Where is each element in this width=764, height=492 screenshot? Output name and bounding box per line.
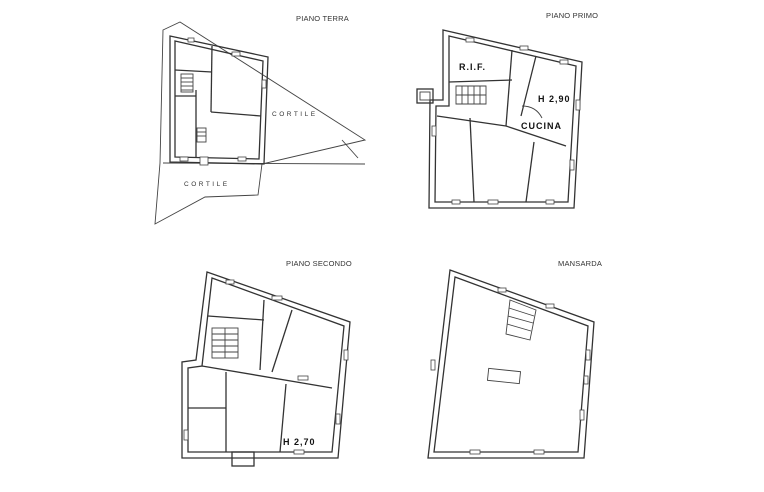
first-floor-plan: PIANO PRIMO R.I.F. H 2,90 — [416, 11, 598, 209]
chimney-block — [486, 367, 522, 385]
second-stairs — [211, 327, 239, 359]
window — [261, 79, 267, 89]
ground-building-wall — [169, 35, 269, 165]
window — [335, 413, 341, 425]
ground-partition — [210, 111, 262, 117]
ground-floor-plan: PIANO TERRA CORTILE CORTILE — [154, 14, 367, 225]
ground-building-inner-wall — [174, 40, 264, 160]
second-partition — [207, 315, 265, 321]
second-building-inner-wall — [187, 277, 345, 453]
second-partition — [279, 383, 287, 453]
second-floor-plan: PIANO SECONDO H 2,70 — [181, 259, 352, 467]
window — [343, 349, 349, 361]
window — [569, 159, 575, 171]
window — [430, 359, 436, 371]
window — [179, 156, 189, 162]
ground-partition — [210, 45, 213, 113]
second-building-wall — [181, 271, 351, 459]
second-partition — [271, 309, 293, 373]
storage-room-label: R.I.F. — [459, 62, 486, 72]
window — [497, 287, 507, 293]
window — [451, 199, 461, 205]
first-stairs — [455, 85, 487, 105]
first-partition — [469, 117, 475, 203]
window — [579, 409, 585, 421]
window — [271, 295, 283, 301]
kitchen-label: CUCINA — [521, 121, 562, 131]
window — [183, 429, 189, 441]
window — [293, 449, 305, 455]
first-partition — [505, 125, 567, 147]
entrance — [199, 156, 209, 166]
window — [187, 37, 195, 43]
second-partition — [201, 365, 333, 389]
window — [575, 99, 581, 111]
ground-site-outline — [154, 21, 367, 225]
gate-mark — [341, 139, 359, 159]
window — [545, 199, 555, 205]
door-swing — [521, 105, 543, 119]
attic-building-inner-wall — [433, 276, 589, 453]
ground-partition — [174, 69, 213, 73]
first-building-inner-wall — [434, 35, 577, 203]
first-partition — [448, 79, 513, 83]
first-partition — [505, 49, 513, 127]
window — [465, 37, 475, 43]
second-floor-title: PIANO SECONDO — [286, 259, 352, 268]
first-floor-title: PIANO PRIMO — [546, 11, 598, 20]
first-height-label: H 2,90 — [538, 94, 571, 104]
window — [583, 375, 589, 385]
ground-floor-title: PIANO TERRA — [296, 14, 349, 23]
window — [231, 51, 241, 57]
second-height-label: H 2,70 — [283, 437, 316, 447]
window — [487, 199, 499, 205]
second-entry-step — [231, 451, 255, 467]
courtyard-label-bottom: CORTILE — [184, 181, 230, 188]
courtyard-label-right: CORTILE — [272, 111, 318, 118]
first-balcony — [416, 88, 434, 104]
attic-title: MANSARDA — [558, 259, 602, 268]
attic-plan: MANSARDA — [427, 259, 602, 459]
window — [237, 156, 247, 162]
first-partition — [525, 141, 535, 203]
window — [545, 303, 555, 309]
second-partition — [259, 299, 265, 371]
window — [225, 279, 235, 285]
window — [585, 349, 591, 361]
first-balcony-inner — [419, 91, 431, 101]
ground-stairs — [180, 73, 207, 143]
first-partition — [436, 115, 507, 127]
first-building-wall — [428, 29, 583, 209]
window — [519, 45, 529, 51]
window — [431, 125, 437, 137]
attic-stairs — [505, 299, 537, 341]
window — [469, 449, 481, 455]
window — [559, 59, 569, 65]
window — [533, 449, 545, 455]
window — [297, 375, 309, 381]
